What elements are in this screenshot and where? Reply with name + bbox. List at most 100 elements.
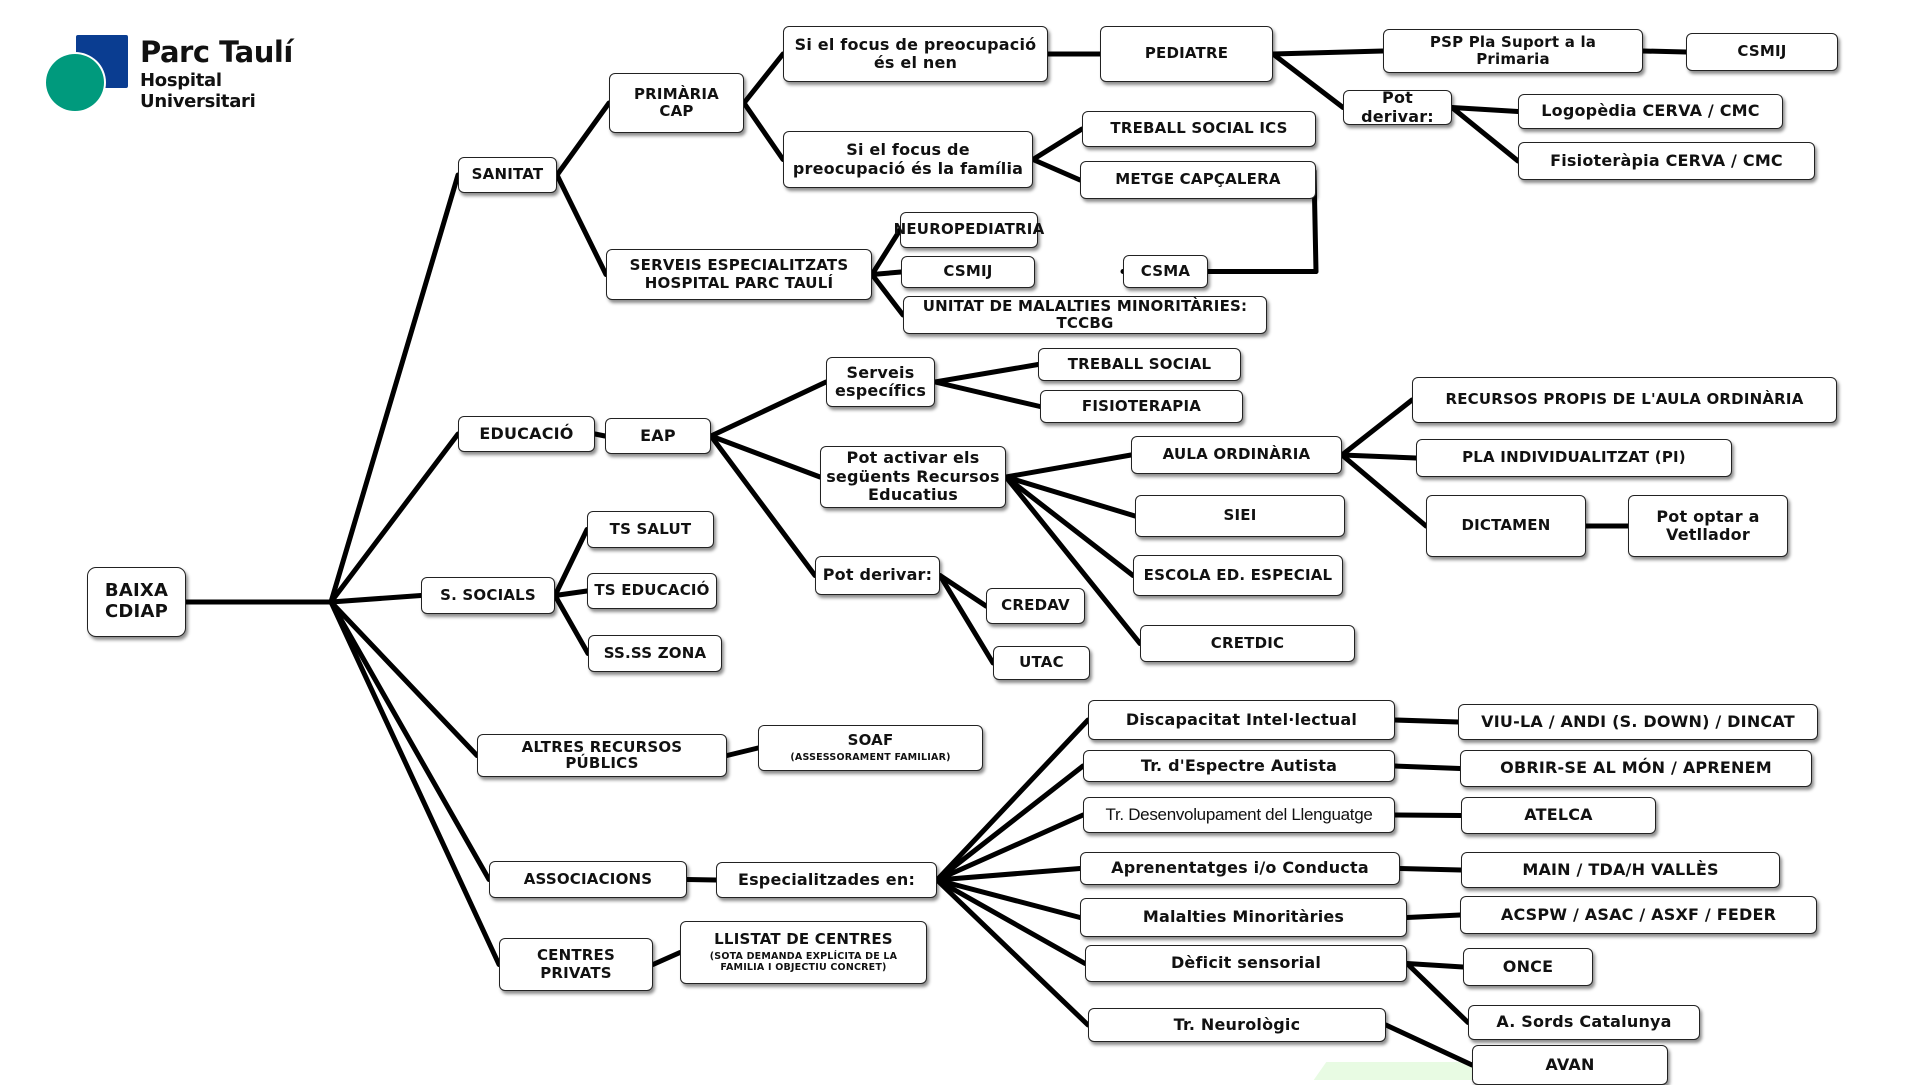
llistat-title: LLISTAT DE CENTRES bbox=[714, 930, 893, 949]
node-primaria-cap[interactable]: PRIMÀRIA CAP bbox=[609, 73, 744, 133]
node-recursos-propis-aula[interactable]: RECURSOS PROPIS DE L'AULA ORDINÀRIA bbox=[1412, 377, 1837, 423]
connector-especialitzades-neurologic bbox=[934, 877, 1091, 1028]
connector-primaria-focus_nen bbox=[741, 51, 786, 106]
node-treball-social[interactable]: TREBALL SOCIAL bbox=[1038, 348, 1241, 381]
node-espectre-autista[interactable]: Tr. d'Espectre Autista bbox=[1083, 750, 1395, 782]
node-escola-educacio-especial[interactable]: ESCOLA ED. ESPECIAL bbox=[1133, 555, 1343, 596]
connector-pot_activar-aula_ordinaria bbox=[1003, 452, 1134, 480]
node-baixa-cdiap[interactable]: BAIXA CDIAP bbox=[87, 567, 186, 637]
node-desenvolupament-llenguatge[interactable]: Tr. Desenvolupament del Llenguatge bbox=[1083, 797, 1395, 833]
connector-centres_privats-llistat bbox=[650, 950, 683, 967]
connector-discapacitat-viula bbox=[1392, 717, 1461, 725]
node-viula-andi-dincat[interactable]: VIU-LA / ANDI (S. DOWN) / DINCAT bbox=[1458, 704, 1818, 740]
node-atelca[interactable]: ATELCA bbox=[1461, 797, 1656, 834]
connector-pot_activar-escola_especial bbox=[1003, 474, 1136, 578]
connector-aula_ordinaria-recursos_propis bbox=[1339, 397, 1415, 458]
connector-especialitzades-discapacitat bbox=[934, 717, 1091, 883]
connector-root-altres bbox=[328, 599, 480, 758]
node-centres-privats[interactable]: CENTRES PRIVATS bbox=[499, 938, 653, 991]
connector-focus_familia-metge bbox=[1030, 157, 1083, 183]
connector-pediatre-pot_derivar_top bbox=[1270, 51, 1346, 110]
node-fisioterapia-cerva[interactable]: Fisioteràpia CERVA / CMC bbox=[1518, 142, 1815, 180]
node-dictamen[interactable]: DICTAMEN bbox=[1426, 495, 1586, 557]
node-main-tdah[interactable]: MAIN / TDA/H VALLÈS bbox=[1461, 852, 1780, 888]
connector-root-educacio bbox=[328, 431, 461, 605]
connector-eap-pot_derivar_eap bbox=[708, 433, 818, 578]
node-csmij-hospital[interactable]: CSMIJ bbox=[901, 256, 1035, 288]
node-aula-ordinaria[interactable]: AULA ORDINÀRIA bbox=[1131, 436, 1342, 474]
node-aprenentatges-conducta[interactable]: Aprenentatges i/o Conducta bbox=[1080, 852, 1400, 885]
connector-tdl-atelca bbox=[1392, 812, 1464, 818]
node-credav[interactable]: CREDAV bbox=[986, 588, 1085, 624]
node-obrirse-aprenem[interactable]: OBRIR-SE AL MÓN / APRENEM bbox=[1460, 750, 1812, 787]
node-sords-catalunya[interactable]: A. Sords Catalunya bbox=[1468, 1005, 1700, 1040]
node-pot-activar-recursos[interactable]: Pot activar els següents Recursos Educat… bbox=[820, 446, 1006, 508]
node-pediatre[interactable]: PEDIATRE bbox=[1100, 26, 1273, 82]
node-serveis-especialitzats[interactable]: SERVEIS ESPECIALITZATS HOSPITAL PARC TAU… bbox=[606, 249, 872, 300]
connector-root-ssocials bbox=[328, 593, 424, 605]
connector-serveis_espec-csmij_mid bbox=[869, 269, 904, 277]
node-malalties-minoritaries[interactable]: Malalties Minoritàries bbox=[1080, 898, 1407, 937]
node-ts-salut[interactable]: TS SALUT bbox=[587, 511, 714, 548]
node-deficit-sensorial[interactable]: Dèficit sensorial bbox=[1085, 945, 1407, 982]
node-once[interactable]: ONCE bbox=[1463, 948, 1593, 986]
connector-aprenentatges-main bbox=[1397, 866, 1464, 873]
node-psp-pla-suport[interactable]: PSP Pla Suport a la Primaria bbox=[1383, 29, 1643, 73]
node-logopedia-cerva[interactable]: Logopèdia CERVA / CMC bbox=[1518, 94, 1783, 129]
node-metge-capcalera[interactable]: METGE CAPÇALERA bbox=[1080, 161, 1316, 199]
node-utac[interactable]: UTAC bbox=[993, 646, 1090, 680]
node-eap[interactable]: EAP bbox=[605, 418, 711, 454]
node-especialitzades-en[interactable]: Especialitzades en: bbox=[716, 862, 937, 898]
logo-subtitle: Hospital Universitari bbox=[140, 70, 256, 112]
node-neurologic[interactable]: Tr. Neurològic bbox=[1088, 1008, 1386, 1042]
connector-educacio-eap bbox=[592, 431, 608, 439]
connector-root-centres_privats bbox=[328, 599, 502, 967]
connector-root-associacions bbox=[328, 599, 492, 882]
node-sanitat[interactable]: SANITAT bbox=[458, 157, 557, 193]
logo-green-circle-icon bbox=[44, 52, 106, 113]
node-ts-educacio[interactable]: TS EDUCACIÓ bbox=[587, 573, 717, 609]
node-llistat-centres[interactable]: LLISTAT DE CENTRES (SOTA DEMANDA EXPLÍCI… bbox=[680, 921, 927, 984]
node-focus-nen[interactable]: Si el focus de preocupació és el nen bbox=[783, 26, 1048, 82]
node-altres-recursos-publics[interactable]: ALTRES RECURSOS PÚBLICS bbox=[477, 734, 727, 777]
node-ssss-zona[interactable]: SS.SS ZONA bbox=[588, 635, 722, 672]
connector-serveis_espec-neuropediatria bbox=[869, 227, 903, 277]
node-pla-individualitzat[interactable]: PLA INDIVIDUALITZAT (PI) bbox=[1416, 439, 1732, 477]
connector-pot_activar-cretdic bbox=[1003, 474, 1143, 646]
node-acspw-asac-asxf-feder[interactable]: ACSPW / ASAC / ASXF / FEDER bbox=[1460, 896, 1817, 934]
node-pot-derivar-eap[interactable]: Pot derivar: bbox=[815, 556, 940, 595]
node-treball-social-ics[interactable]: TREBALL SOCIAL ICS bbox=[1082, 111, 1316, 147]
soaf-subtitle: (ASSESSORAMENT FAMILIAR) bbox=[790, 751, 951, 763]
connector-serveis_especifics-fisioterapia bbox=[932, 379, 1043, 409]
node-csma[interactable]: CSMA bbox=[1123, 255, 1208, 288]
connector-pot_derivar_eap-utac bbox=[937, 573, 996, 666]
node-cretdic[interactable]: CRETDIC bbox=[1140, 625, 1355, 662]
node-avan[interactable]: AVAN bbox=[1472, 1045, 1668, 1085]
node-focus-familia[interactable]: Si el focus de preocupació és la família bbox=[783, 131, 1033, 188]
node-soaf[interactable]: SOAF (ASSESSORAMENT FAMILIAR) bbox=[758, 725, 983, 771]
node-discapacitat-intellectual[interactable]: Discapacitat Intel·lectual bbox=[1088, 700, 1395, 740]
node-csmij-primaria[interactable]: CSMIJ bbox=[1686, 33, 1838, 71]
connector-neurologic-avan bbox=[1383, 1022, 1475, 1068]
connector-focus_familia-treball_social_ics bbox=[1030, 126, 1085, 162]
connector-sanitat-serveis_espec bbox=[554, 172, 609, 277]
node-educacio[interactable]: EDUCACIÓ bbox=[458, 416, 595, 452]
connector-eap-pot_activar bbox=[708, 433, 823, 480]
node-pot-optar-vetllador[interactable]: Pot optar a Vetllador bbox=[1628, 495, 1788, 557]
connector-primaria-focus_familia bbox=[741, 100, 786, 162]
node-unitat-malalties-minoritaries[interactable]: UNITAT DE MALALTIES MINORITÀRIES: TCCBG bbox=[903, 296, 1267, 334]
node-serveis-especifics[interactable]: Serveis específics bbox=[826, 357, 935, 407]
node-fisioterapia[interactable]: FISIOTERAPIA bbox=[1040, 390, 1243, 423]
node-serveis-socials[interactable]: S. SOCIALS bbox=[421, 577, 555, 614]
llistat-subtitle: (SOTA DEMANDA EXPLÍCITA DE LA FAMILIA I … bbox=[709, 950, 898, 973]
parc-tauli-logo: Parc Taulí Hospital Universitari bbox=[40, 30, 340, 113]
connector-ssocials-ts_salut bbox=[552, 527, 590, 598]
node-siei[interactable]: SIEI bbox=[1135, 495, 1345, 537]
connector-pot_derivar_top-fisioterapia_cerva bbox=[1449, 105, 1521, 164]
node-pot-derivar-pediatre[interactable]: Pot derivar: bbox=[1343, 88, 1452, 125]
connector-especialitzades-aprenentatges bbox=[934, 866, 1083, 883]
connector-pediatre-psp bbox=[1270, 48, 1386, 57]
node-neuropediatria[interactable]: NEUROPEDIATRIA bbox=[894, 212, 1044, 248]
node-associacions[interactable]: ASSOCIACIONS bbox=[489, 861, 687, 898]
connector-tea-obrirse bbox=[1392, 763, 1463, 771]
